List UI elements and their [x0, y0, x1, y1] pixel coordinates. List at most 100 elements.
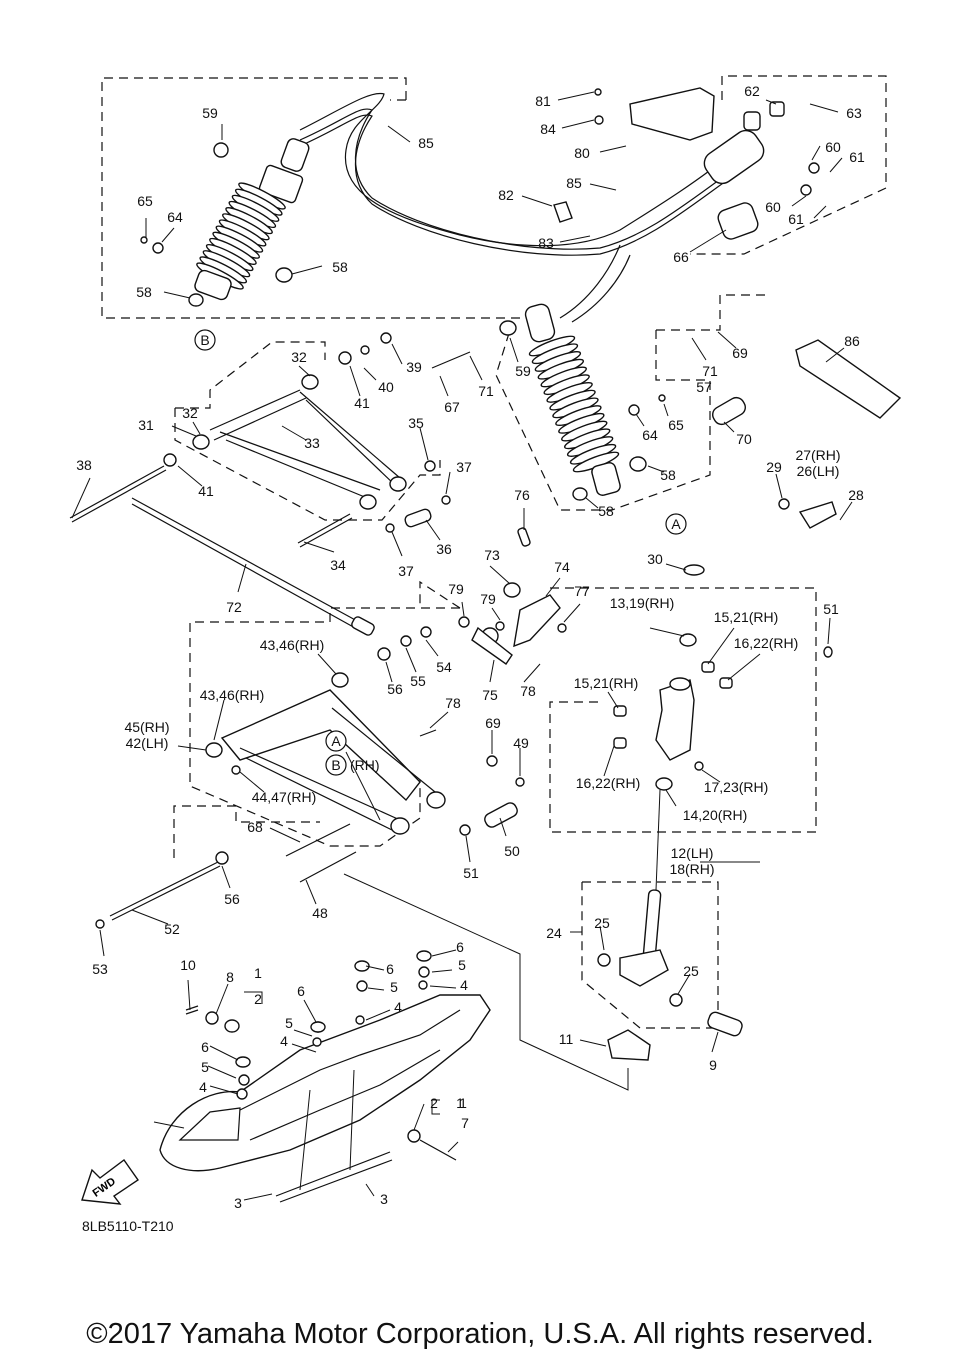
svg-text:A: A	[671, 516, 681, 532]
callout-c69a: 69	[732, 345, 748, 361]
callout-c56b: 56	[224, 891, 240, 907]
callout-c10: 10	[180, 957, 196, 973]
callout-c33: 33	[304, 435, 320, 451]
callout-c53: 53	[92, 961, 108, 977]
callout-c4b: 4	[394, 999, 402, 1015]
callout-c79a: 79	[448, 581, 464, 597]
callout-c64b: 64	[642, 427, 658, 443]
callout-c85a: 85	[418, 135, 434, 151]
callout-c9: 9	[709, 1057, 717, 1073]
callout-c86: 86	[844, 333, 860, 349]
callout-c58b: 58	[332, 259, 348, 275]
callout-c61b: 61	[788, 211, 804, 227]
callout-c58a: 58	[136, 284, 152, 300]
callout-c13: 13,19(RH)	[610, 595, 675, 611]
callout-c57: 57	[696, 379, 712, 395]
callout-c29: 29	[766, 459, 782, 475]
callout-c26: 26(LH)	[797, 463, 840, 479]
callout-c1b: 1	[456, 1095, 464, 1111]
callout-c83: 83	[538, 235, 554, 251]
callout-c12: 12(LH)	[671, 845, 714, 861]
callout-c34: 34	[330, 557, 346, 573]
callout-c71b: 71	[702, 363, 718, 379]
callout-c43a: 43,46(RH)	[260, 637, 325, 653]
callout-c58d: 58	[598, 503, 614, 519]
tie-rod	[131, 497, 375, 636]
marker-mA2: A	[325, 730, 347, 752]
callout-c25b: 25	[683, 963, 699, 979]
callout-c1a: 1	[254, 965, 262, 981]
callout-c15a: 15,21(RH)	[714, 609, 779, 625]
callout-c54: 54	[436, 659, 452, 675]
callout-c72: 72	[226, 599, 242, 615]
callout-c11: 11	[559, 1031, 574, 1047]
callout-c6b: 6	[386, 961, 394, 977]
callout-c37b: 37	[398, 563, 414, 579]
callout-c18: 18(RH)	[669, 861, 714, 877]
leader-lines	[71, 91, 853, 1201]
callout-c70: 70	[736, 431, 752, 447]
callout-c43b: 43,46(RH)	[200, 687, 265, 703]
callout-c41a: 41	[354, 395, 370, 411]
svg-text:A: A	[331, 733, 341, 749]
svg-text:B: B	[200, 332, 209, 348]
callout-c75: 75	[482, 687, 498, 703]
callout-c63: 63	[846, 105, 862, 121]
callout-c68: 68	[247, 819, 263, 835]
steering-column-parts	[553, 87, 820, 240]
callout-c3a: 3	[234, 1195, 242, 1211]
callout-c30: 30	[647, 551, 663, 567]
callout-c73: 73	[484, 547, 500, 563]
marker-suffix: (RH)	[350, 757, 380, 773]
callout-c77: 77	[574, 583, 590, 599]
steering-rod	[299, 92, 741, 323]
callout-c4a: 4	[460, 977, 468, 993]
callout-c32a: 32	[291, 349, 307, 365]
callout-c5c: 5	[285, 1015, 293, 1031]
callout-c5a: 5	[458, 957, 466, 973]
callout-c14: 14,20(RH)	[683, 807, 748, 823]
lower-a-arm	[95, 672, 525, 929]
callout-c6a: 6	[456, 939, 464, 955]
callout-c17: 17,23(RH)	[704, 779, 769, 795]
callout-c38: 38	[76, 457, 92, 473]
steering-linkage	[377, 527, 567, 665]
callout-c49: 49	[513, 735, 529, 751]
callout-c15b: 15,21(RH)	[574, 675, 639, 691]
callout-c2a: 2	[254, 991, 262, 1007]
callout-c25a: 25	[594, 915, 610, 931]
ski	[159, 950, 491, 1203]
callout-c51a: 51	[823, 601, 839, 617]
callout-c4c: 4	[280, 1033, 288, 1049]
callout-c28: 28	[848, 487, 864, 503]
callout-c16b: 16,22(RH)	[576, 775, 641, 791]
callout-c8: 8	[226, 969, 234, 985]
callout-c4d: 4	[199, 1079, 207, 1095]
callout-c78b: 78	[520, 683, 536, 699]
callout-c31: 31	[138, 417, 154, 433]
callout-c78a: 78	[445, 695, 461, 711]
callout-c85b: 85	[566, 175, 582, 191]
callout-c16a: 16,22(RH)	[734, 635, 799, 651]
callout-c24: 24	[546, 925, 562, 941]
spindle-knuckle	[597, 339, 902, 1061]
callout-c36: 36	[436, 541, 452, 557]
callout-c6d: 6	[201, 1039, 209, 1055]
callout-c81: 81	[535, 93, 551, 109]
callout-c7: 7	[461, 1115, 469, 1131]
parts-diagram: 5985656458588184808582836263606160616632…	[69, 75, 902, 1211]
callout-c5b: 5	[390, 979, 398, 995]
callout-c50: 50	[504, 843, 520, 859]
callout-c6c: 6	[297, 983, 305, 999]
fwd-arrow-icon: FWD	[81, 1159, 139, 1205]
svg-text:B: B	[331, 757, 340, 773]
callout-c59a: 59	[202, 105, 218, 121]
callout-labels: 5985656458588184808582836263606160616632…	[76, 83, 865, 1211]
callout-c76: 76	[514, 487, 530, 503]
callout-c65b: 65	[668, 417, 684, 433]
callout-c82: 82	[498, 187, 514, 203]
figure-code: 8LB5110-T210	[82, 1218, 174, 1234]
callout-c2b: 2	[430, 1095, 438, 1111]
callout-c27: 27(RH)	[795, 447, 840, 463]
callout-c32b: 32	[182, 405, 198, 421]
